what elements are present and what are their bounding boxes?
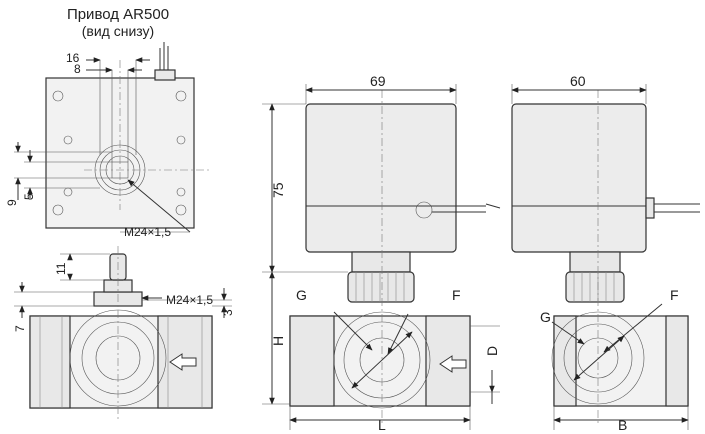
port-G-label-front: G [296,287,307,303]
dim-69-label: 69 [370,73,386,89]
dim-60-label: 60 [570,73,586,89]
dim-9-label: 9 [5,199,19,206]
union-nut-side [565,271,625,303]
port-F-label-side: F [670,287,679,303]
valve-side-view-right: G F 60 B [511,73,700,433]
side-port-outer [551,311,645,405]
mounting-hole [175,204,187,216]
mounting-hole [63,135,73,145]
port-side-right [665,315,689,407]
dim-16-label: 16 [66,51,80,65]
valve-front-view: G F 69 75 H D L [262,73,501,433]
actuator-bottom-view: 16 8 9 5 M24×1,5 [5,42,210,239]
adapter-neck [351,251,411,273]
cable-gland-side [645,197,655,219]
actuator-housing [305,103,457,253]
dim-7-label: 7 [13,325,27,332]
port-G-label-side: G [540,309,551,325]
flow-arrow-icon [169,353,197,371]
actuator-title: Привод AR500 (вид снизу) [48,6,188,40]
cable-entry [415,201,433,219]
valve-port-left [29,315,71,409]
flow-arrow-icon [439,355,467,373]
mounting-hole [176,135,186,145]
dim-8-label: 8 [74,62,81,76]
dim-D-label: D [484,346,500,356]
port-side-left [553,315,577,407]
actuator-title-line1: Привод AR500 [66,6,170,23]
port-left [289,315,335,407]
valve-side-view-left: 11 7 3 M24×1,5 [13,246,235,420]
dim-75-label: 75 [270,182,286,198]
mounting-hole [176,187,186,197]
union-nut [347,271,415,303]
actuator-housing-side [511,103,647,253]
actuator-title-line2: (вид снизу) [81,23,155,39]
thread-label-top: M24×1,5 [124,225,171,239]
thread-label-mid: M24×1,5 [166,293,213,307]
dim-5-label: 5 [22,193,36,200]
adapter-neck-side [569,251,621,273]
port-outer [333,311,431,409]
dim-H-label: H [270,336,286,346]
cable-gland [154,69,176,81]
port-F-label-front: F [452,287,461,303]
mounting-hole [175,90,187,102]
mounting-hole [52,204,64,216]
mounting-hole [52,90,64,102]
dim-3-label: 3 [221,309,235,316]
dim-B-label: B [618,417,627,433]
dim-11-label: 11 [54,262,68,275]
side-port-mid [563,323,633,393]
dim-L-label: L [378,417,386,433]
